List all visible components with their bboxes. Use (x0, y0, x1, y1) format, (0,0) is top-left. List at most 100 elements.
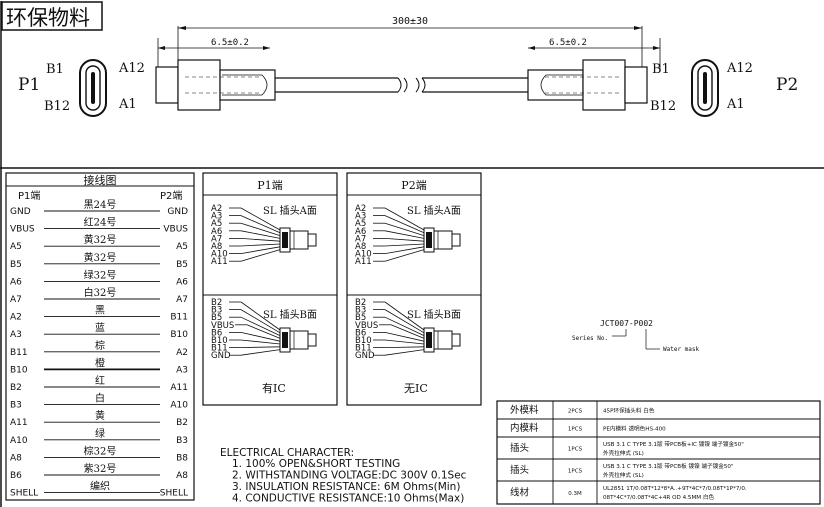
pin-line: VBUS (211, 321, 281, 339)
left-plug-dim: 6.5±0.2 (211, 38, 249, 48)
bom-qty: 0.3M (568, 491, 582, 497)
wiring-left-pin: SHELL (10, 489, 38, 499)
wiring-wire-color: 紫32号 (84, 463, 117, 475)
wiring-left-pin: B6 (10, 471, 22, 481)
electrical-line: 3. INSULATION RESISTANCE: 6M Ohms(Min) (232, 481, 460, 493)
pin-line: GND (355, 349, 425, 361)
p2-b-face-label: SL 插头B面 (407, 308, 461, 321)
p1-a-face-label: SL 插头A面 (263, 204, 317, 217)
pin-label: A5 (355, 219, 366, 229)
p1-connector-face: P1 B1 B12 A12 A1 (18, 59, 145, 117)
wiring-right-pin: A8 (176, 471, 188, 481)
marking-code: JCT007-P002 (600, 319, 653, 328)
wiring-right-header: P2端 (160, 189, 182, 202)
bom-desc: 45P环保插头料 白色 (603, 407, 655, 415)
pin-line: A3 (211, 212, 281, 234)
marking-series: Series No. (572, 335, 608, 342)
pin-label: A2 (355, 204, 366, 214)
bom-desc-2: 外壳拉伸式 (SL) (603, 471, 644, 479)
pin-label: B5 (211, 313, 222, 323)
pin-line: B6 (355, 328, 425, 342)
wiring-wire-color: 黄 (95, 409, 105, 422)
bom-name: 插头 (510, 464, 529, 476)
wiring-left-pin: VBUS (10, 225, 35, 235)
p1-label: P1 (18, 75, 40, 95)
electrical-line: 4. CONDUCTIVE RESISTANCE:10 Ohms(Max) (232, 493, 464, 505)
pin-label: B11 (355, 344, 372, 354)
wiring-right-pin: A11 (170, 383, 188, 393)
pin-label: B11 (211, 344, 228, 354)
bom-qty: 1PCS (568, 447, 583, 453)
p2-label: P2 (776, 75, 798, 95)
pin-line: A6 (211, 227, 281, 239)
wiring-right-pin: A6 (176, 277, 188, 287)
p1-b-face-label: SL 插头B面 (263, 308, 317, 321)
wiring-wire-color: 黄32号 (84, 251, 117, 264)
wiring-left-pin: A3 (10, 330, 22, 340)
wiring-wire-color: 橙 (95, 356, 105, 369)
wiring-left-header: P1端 (18, 189, 40, 202)
svg-text:B1: B1 (46, 62, 64, 77)
wiring-wire-color: 黄32号 (84, 233, 117, 246)
marking-water: Water mask (663, 346, 700, 353)
pin-label: GND (211, 351, 231, 361)
pin-line: A11 (355, 249, 425, 267)
pin-label: B5 (355, 313, 366, 323)
pin-label: B6 (355, 328, 366, 338)
plug-body (423, 227, 461, 253)
pin-label: A8 (355, 242, 366, 252)
pin-line: VBUS (355, 321, 425, 339)
bom-desc: USB 3.1 C TYPE 3.1版 带PCB板+IC 镀镍 端子镀金50" (603, 440, 744, 448)
pin-label: A7 (211, 234, 222, 244)
bom-name: 外模料 (510, 404, 539, 416)
wiring-wire-color: 棕 (95, 339, 105, 352)
wiring-right-pin: B3 (176, 436, 188, 446)
bom-desc-2: 08T*4C*7/0.08T*4C+4R OD 4.5MM 白色 (603, 493, 714, 501)
wiring-left-pin: A6 (10, 277, 22, 287)
pin-label: A11 (211, 257, 228, 267)
pin-line: A3 (355, 212, 425, 234)
marking-callout: JCT007-P002 Series No. Water mask (572, 319, 700, 353)
pin-line: B10 (355, 336, 425, 346)
pin-label: A3 (355, 212, 366, 222)
p2-plug-tip (624, 66, 648, 104)
wiring-right-pin: B8 (176, 453, 188, 463)
wiring-right-pin: B11 (170, 313, 188, 323)
pin-label: B10 (211, 336, 228, 346)
wiring-left-pin: B3 (10, 401, 22, 411)
p2-plug-head (582, 59, 626, 111)
wiring-wire-color: 白 (95, 392, 105, 405)
pin-line: A5 (211, 219, 281, 236)
pin-label: GND (355, 351, 375, 361)
svg-text:B12: B12 (44, 99, 70, 114)
electrical-line: 2. WITHSTANDING VOLTAGE:DC 300V 0.1Sec (232, 470, 467, 482)
pin-label: B10 (355, 336, 372, 346)
wiring-left-pin: GND (10, 207, 31, 217)
pin-label: VBUS (211, 321, 234, 331)
pin-line: A8 (211, 242, 281, 252)
pin-line: B2 (355, 298, 425, 331)
svg-text:A12: A12 (118, 61, 145, 76)
pin-line: A11 (211, 249, 281, 267)
svg-text:A1: A1 (118, 97, 137, 112)
wiring-right-pin: A5 (176, 242, 188, 252)
p2-panel-title: P2端 (401, 179, 426, 192)
pin-label: A2 (211, 204, 222, 214)
pin-label: B2 (211, 298, 222, 308)
p1-panel-title: P1端 (257, 179, 282, 192)
pin-label: B3 (355, 306, 366, 316)
wiring-right-pin: A3 (176, 365, 188, 375)
wiring-wire-color: 绿 (95, 427, 105, 440)
